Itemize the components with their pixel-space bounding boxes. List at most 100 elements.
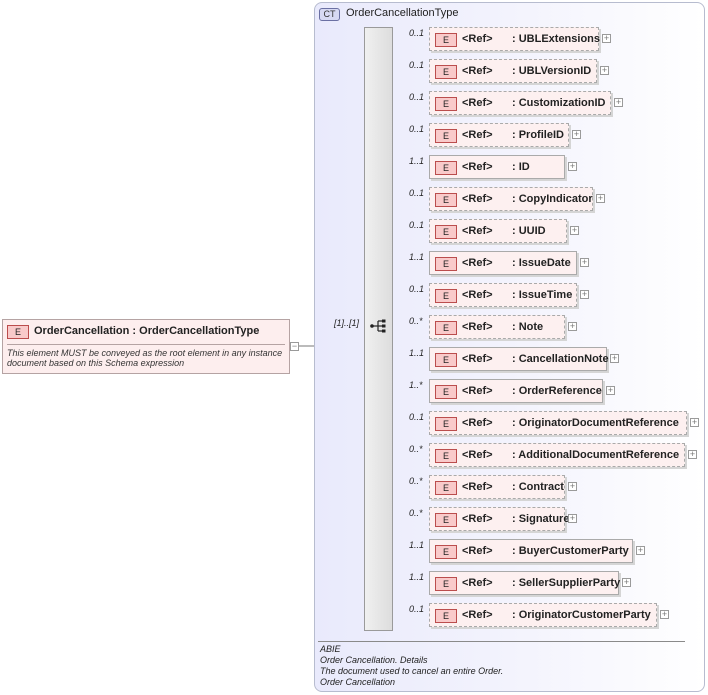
element-cardinality: 0..1 bbox=[409, 188, 425, 198]
root-element[interactable]: E OrderCancellation : OrderCancellationT… bbox=[2, 319, 290, 374]
element-box[interactable]: E<Ref>: CopyIndicator bbox=[429, 187, 593, 211]
element-box[interactable]: E<Ref>: Contract bbox=[429, 475, 565, 499]
element-ref-label: <Ref> bbox=[462, 97, 493, 109]
element-cardinality: 1..1 bbox=[409, 156, 425, 166]
expand-toggle[interactable]: + bbox=[580, 289, 589, 299]
complex-type-documentation: ABIE Order Cancellation. Details The doc… bbox=[320, 644, 503, 688]
expand-toggle[interactable]: + bbox=[660, 609, 669, 619]
element-ref-label: <Ref> bbox=[462, 33, 493, 45]
element-name: : CancellationNote bbox=[512, 353, 609, 365]
expand-toggle[interactable]: + bbox=[602, 33, 611, 43]
element-cardinality: 0..1 bbox=[409, 28, 425, 38]
doc-line: ABIE bbox=[320, 644, 341, 654]
element-ref-label: <Ref> bbox=[462, 545, 493, 557]
expand-toggle[interactable]: + bbox=[568, 513, 577, 523]
expand-toggle[interactable]: + bbox=[610, 353, 619, 363]
element-cardinality: 1..* bbox=[409, 380, 423, 390]
element-ref-label: <Ref> bbox=[462, 257, 493, 269]
element-cardinality: 0..1 bbox=[409, 220, 425, 230]
element-name: : IssueTime bbox=[512, 289, 573, 301]
element-name: : ID bbox=[512, 161, 530, 173]
element-badge: E bbox=[435, 385, 457, 399]
element-box[interactable]: E<Ref>: Signature bbox=[429, 507, 569, 531]
element-badge: E bbox=[435, 33, 457, 47]
expand-toggle[interactable]: + bbox=[596, 193, 605, 203]
element-box[interactable]: E<Ref>: ProfileID bbox=[429, 123, 569, 147]
element-box[interactable]: E<Ref>: IssueTime bbox=[429, 283, 577, 307]
expand-toggle[interactable]: + bbox=[636, 545, 645, 555]
element-cardinality: 1..1 bbox=[409, 572, 425, 582]
expand-toggle[interactable]: + bbox=[568, 321, 577, 331]
element-ref-label: <Ref> bbox=[462, 353, 493, 365]
sequence-cardinality: [1]..[1] bbox=[334, 318, 360, 328]
element-ref-label: <Ref> bbox=[462, 225, 493, 237]
element-badge: E bbox=[435, 417, 457, 431]
element-box[interactable]: E <Ref> : UBLExtensions bbox=[429, 27, 601, 51]
element-badge: E bbox=[435, 97, 457, 111]
element-cardinality: 0..1 bbox=[409, 604, 425, 614]
element-box[interactable]: E <Ref> : CustomizationID bbox=[429, 91, 611, 115]
element-badge: E bbox=[435, 545, 457, 559]
expand-toggle[interactable]: + bbox=[606, 385, 615, 395]
element-box[interactable]: E <Ref> : OrderReference bbox=[429, 379, 603, 403]
element-cardinality: 0..1 bbox=[409, 412, 425, 422]
sequence-icon bbox=[370, 319, 386, 333]
documentation-separator bbox=[318, 641, 685, 642]
element-box[interactable]: E<Ref>: OriginatorDocumentReference bbox=[429, 411, 687, 435]
expand-toggle[interactable]: + bbox=[690, 417, 699, 427]
element-name: : UBLExtensions bbox=[512, 33, 601, 45]
element-box[interactable]: E<Ref>: SellerSupplierParty bbox=[429, 571, 621, 595]
element-name: : BuyerCustomerParty bbox=[512, 545, 629, 557]
element-box[interactable]: E <Ref> : IssueDate bbox=[429, 251, 577, 275]
element-name: : OrderReference bbox=[512, 385, 602, 397]
element-ref-label: <Ref> bbox=[462, 449, 493, 461]
sequence-compositor[interactable] bbox=[364, 27, 393, 631]
element-badge: E bbox=[435, 577, 457, 591]
element-cardinality: 0..1 bbox=[409, 284, 425, 294]
expand-toggle[interactable]: + bbox=[688, 449, 697, 459]
element-box[interactable]: E<Ref>: UUID bbox=[429, 219, 567, 243]
element-box[interactable]: E<Ref>: UBLVersionID bbox=[429, 59, 597, 83]
element-badge: E bbox=[435, 161, 457, 175]
element-name: : CustomizationID bbox=[512, 97, 606, 109]
element-cardinality: 0..* bbox=[409, 316, 423, 326]
element-ref-label: <Ref> bbox=[462, 609, 493, 621]
expand-toggle[interactable]: + bbox=[568, 161, 577, 171]
element-cardinality: 0..* bbox=[409, 476, 423, 486]
element-ref-label: <Ref> bbox=[462, 417, 493, 429]
element-box[interactable]: E<Ref>: ID bbox=[429, 155, 565, 179]
element-cardinality: 1..1 bbox=[409, 540, 425, 550]
element-cardinality: 1..1 bbox=[409, 252, 425, 262]
element-badge: E bbox=[435, 193, 457, 207]
element-name: : UUID bbox=[512, 225, 546, 237]
expand-toggle[interactable]: + bbox=[614, 97, 623, 107]
element-name: : IssueDate bbox=[512, 257, 571, 269]
expand-toggle[interactable]: + bbox=[572, 129, 581, 139]
element-name: : OriginatorCustomerParty bbox=[512, 609, 651, 621]
element-ref-label: <Ref> bbox=[462, 513, 493, 525]
expand-toggle[interactable]: + bbox=[570, 225, 579, 235]
element-box[interactable]: E <Ref> : CancellationNote bbox=[429, 347, 609, 371]
element-name: : CopyIndicator bbox=[512, 193, 593, 205]
element-ref-label: <Ref> bbox=[462, 321, 493, 333]
expand-toggle[interactable]: + bbox=[600, 65, 609, 75]
element-box[interactable]: E <Ref> : BuyerCustomerParty bbox=[429, 539, 633, 563]
doc-line: The document used to cancel an entire Or… bbox=[320, 666, 504, 676]
element-ref-label: <Ref> bbox=[462, 385, 493, 397]
root-collapse-toggle[interactable]: − bbox=[290, 341, 299, 351]
element-badge: E bbox=[7, 325, 29, 339]
doc-line: Order Cancellation bbox=[320, 677, 396, 687]
expand-toggle[interactable]: + bbox=[622, 577, 631, 587]
element-ref-label: <Ref> bbox=[462, 289, 493, 301]
element-box[interactable]: E<Ref>: Note bbox=[429, 315, 565, 339]
element-badge: E bbox=[435, 353, 457, 367]
element-badge: E bbox=[435, 321, 457, 335]
element-box[interactable]: E<Ref>: AdditionalDocumentReference bbox=[429, 443, 685, 467]
expand-toggle[interactable]: + bbox=[568, 481, 577, 491]
element-badge: E bbox=[435, 481, 457, 495]
element-name: : SellerSupplierParty bbox=[512, 577, 621, 589]
element-badge: E bbox=[435, 257, 457, 271]
expand-toggle[interactable]: + bbox=[580, 257, 589, 267]
element-box[interactable]: E<Ref>: OriginatorCustomerParty bbox=[429, 603, 657, 627]
root-element-documentation: This element MUST be conveyed as the roo… bbox=[7, 344, 285, 368]
